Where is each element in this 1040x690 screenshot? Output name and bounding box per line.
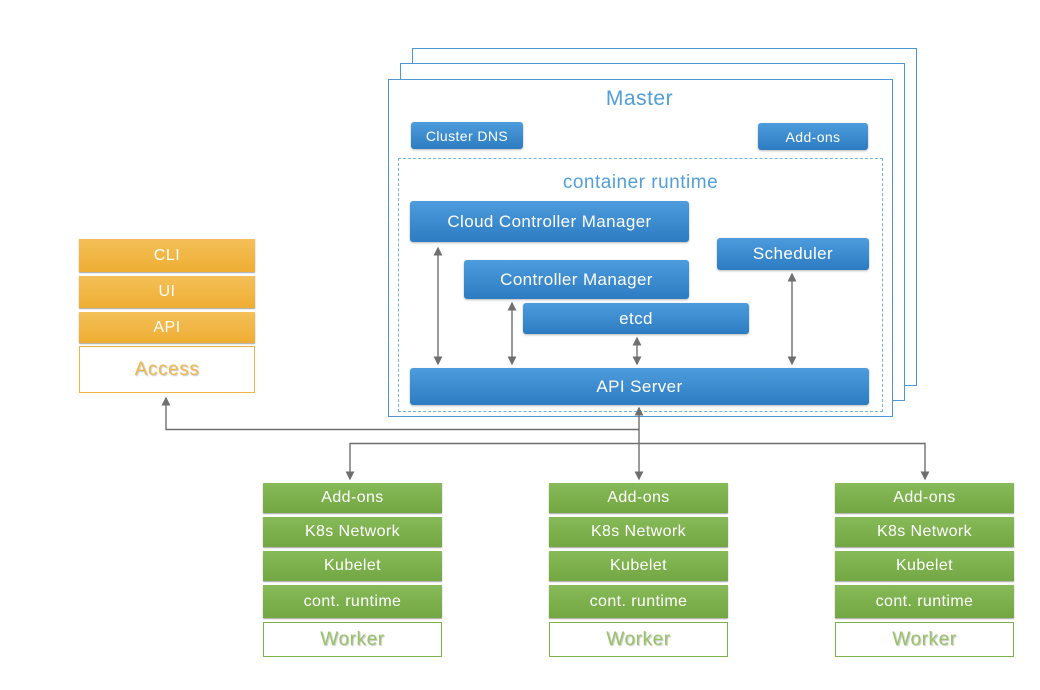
container-runtime-title: container runtime: [562, 172, 719, 193]
master-title: Master: [605, 87, 674, 110]
worker-row-k8s-network: K8s Network: [549, 517, 728, 547]
worker-row-cont-runtime: cont. runtime: [549, 585, 728, 618]
arrow-apiserver-worker1: [345, 442, 639, 481]
worker-row-addons: Add-ons: [835, 483, 1014, 513]
worker-row-addons: Add-ons: [549, 483, 728, 513]
worker-row-addons: Add-ons: [263, 483, 442, 513]
access-row-api: API: [79, 312, 255, 343]
worker-row-k8s-network: K8s Network: [835, 517, 1014, 547]
access-row-cli: CLI: [79, 239, 255, 272]
worker-base-box: Worker: [835, 622, 1014, 657]
worker-node-1: Add-ons K8s Network Kubelet cont. runtim…: [263, 483, 442, 657]
cluster-dns-box: Cluster DNS: [411, 122, 523, 149]
worker-row-kubelet: Kubelet: [549, 551, 728, 581]
cloud-controller-manager-box: Cloud Controller Manager: [410, 201, 689, 242]
worker-row-cont-runtime: cont. runtime: [263, 585, 442, 618]
worker-node-3: Add-ons K8s Network Kubelet cont. runtim…: [835, 483, 1014, 657]
worker-row-kubelet: Kubelet: [835, 551, 1014, 581]
access-base-box: Access: [79, 346, 255, 393]
worker-base-box: Worker: [263, 622, 442, 657]
arrow-apiserver-worker3: [639, 442, 930, 481]
worker-node-2: Add-ons K8s Network Kubelet cont. runtim…: [549, 483, 728, 657]
controller-manager-box: Controller Manager: [464, 260, 689, 299]
worker-row-kubelet: Kubelet: [263, 551, 442, 581]
worker-base-box: Worker: [549, 622, 728, 657]
access-row-ui: UI: [79, 276, 255, 308]
scheduler-box: Scheduler: [717, 238, 869, 270]
master-addons-box: Add-ons: [758, 123, 868, 150]
worker-row-k8s-network: K8s Network: [263, 517, 442, 547]
etcd-box: etcd: [523, 303, 749, 334]
api-server-box: API Server: [410, 368, 869, 405]
worker-row-cont-runtime: cont. runtime: [835, 585, 1014, 618]
